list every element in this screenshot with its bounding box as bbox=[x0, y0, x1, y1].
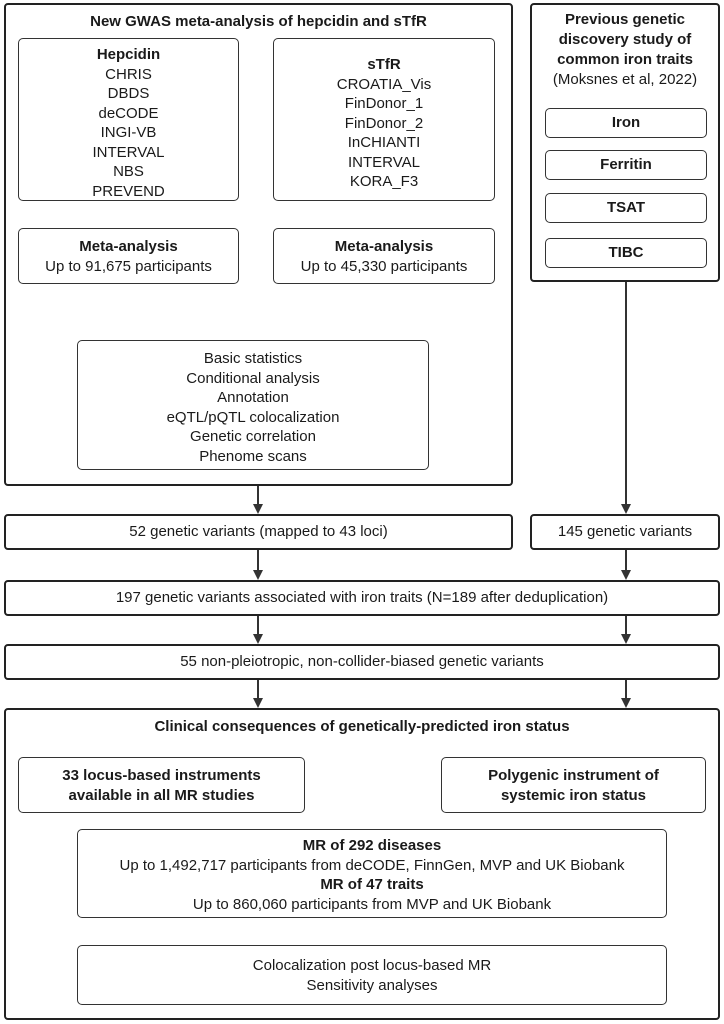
mr-box: MR of 292 diseases Up to 1,492,717 parti… bbox=[77, 829, 667, 918]
meta-hepcidin-participants: Up to 91,675 participants bbox=[45, 257, 212, 275]
polygenic-instrument-line: Polygenic instrument of bbox=[488, 767, 659, 784]
previous-title-line: Previous genetic bbox=[564, 11, 686, 28]
stfr-cohort: CROATIA_Vis bbox=[336, 75, 432, 93]
analysis-item: Genetic correlation bbox=[190, 428, 316, 445]
new-variants-box: 52 genetic variants (mapped to 43 loci) bbox=[4, 514, 513, 550]
polygenic-instrument-line: systemic iron status bbox=[500, 786, 647, 804]
stfr-cohort: FinDonor_1 bbox=[344, 95, 424, 112]
previous-title-line: discovery study of bbox=[558, 31, 692, 48]
filtered-variants-text: 55 non-pleiotropic, non-collider-biased … bbox=[180, 653, 544, 671]
hepcidin-cohort: INGI-VB bbox=[100, 124, 157, 141]
stfr-cohorts-box: sTfR CROATIA_Vis FinDonor_1 FinDonor_2 I… bbox=[273, 38, 495, 201]
total-variants-box: 197 genetic variants associated with iro… bbox=[4, 580, 720, 616]
locus-instruments-line: 33 locus-based instruments bbox=[62, 767, 261, 784]
analysis-item: Basic statistics bbox=[203, 350, 303, 367]
stfr-cohort: InCHIANTI bbox=[347, 134, 421, 151]
analysis-item: eQTL/pQTL colocalization bbox=[166, 408, 340, 426]
meta-hepcidin-title: Meta-analysis bbox=[79, 238, 178, 255]
trait-tsat: TSAT bbox=[545, 193, 707, 223]
mr-diseases-title: MR of 292 diseases bbox=[302, 837, 442, 854]
trait-ferritin: Ferritin bbox=[545, 150, 707, 180]
total-variants-text: 197 genetic variants associated with iro… bbox=[115, 589, 609, 607]
previous-study-panel: Previous genetic discovery study of comm… bbox=[530, 3, 720, 282]
hepcidin-title: Hepcidin bbox=[96, 46, 161, 63]
hepcidin-cohort: PREVEND bbox=[92, 182, 165, 200]
mr-diseases-text: Up to 1,492,717 participants from deCODE… bbox=[119, 856, 625, 874]
hepcidin-cohort: NBS bbox=[113, 163, 144, 180]
hepcidin-cohort: INTERVAL bbox=[92, 143, 165, 161]
followup-item: Sensitivity analyses bbox=[306, 976, 438, 994]
meta-stfr-title: Meta-analysis bbox=[334, 238, 434, 255]
stfr-cohort: KORA_F3 bbox=[349, 173, 419, 190]
filtered-variants-box: 55 non-pleiotropic, non-collider-biased … bbox=[4, 644, 720, 680]
analysis-item: Annotation bbox=[217, 389, 289, 406]
locus-instruments-box: 33 locus-based instruments available in … bbox=[18, 757, 305, 813]
followup-box: Colocalization post locus-based MR Sensi… bbox=[77, 945, 667, 1005]
stfr-cohort: INTERVAL bbox=[348, 153, 420, 171]
analysis-item: Conditional analysis bbox=[186, 369, 320, 387]
previous-title-line: common iron traits bbox=[557, 51, 693, 68]
trait-tibc: TIBC bbox=[545, 238, 707, 268]
meta-hepcidin-box: Meta-analysis Up to 91,675 participants bbox=[18, 228, 239, 284]
stfr-title: sTfR bbox=[367, 56, 401, 73]
meta-stfr-box: Meta-analysis Up to 45,330 participants bbox=[273, 228, 495, 284]
hepcidin-cohort: CHRIS bbox=[105, 65, 152, 83]
clinical-title: Clinical consequences of genetically-pre… bbox=[154, 718, 570, 735]
mr-traits-title: MR of 47 traits bbox=[320, 876, 424, 893]
stfr-cohort: FinDonor_2 bbox=[344, 114, 424, 132]
hepcidin-cohort: deCODE bbox=[98, 104, 159, 122]
analyses-box: Basic statistics Conditional analysis An… bbox=[77, 340, 429, 470]
gwas-title: New GWAS meta-analysis of hepcidin and s… bbox=[90, 13, 427, 30]
hepcidin-cohorts-box: Hepcidin CHRIS DBDS deCODE INGI-VB INTER… bbox=[18, 38, 239, 201]
locus-instruments-line: available in all MR studies bbox=[68, 786, 255, 804]
followup-item: Colocalization post locus-based MR bbox=[252, 957, 492, 974]
mr-traits-text: Up to 860,060 participants from MVP and … bbox=[192, 895, 552, 913]
trait-iron: Iron bbox=[545, 108, 707, 138]
analysis-item: Phenome scans bbox=[199, 447, 307, 465]
polygenic-instrument-box: Polygenic instrument of systemic iron st… bbox=[441, 757, 706, 813]
previous-citation: (Moksnes et al, 2022) bbox=[552, 71, 698, 88]
previous-variants-text: 145 genetic variants bbox=[557, 523, 693, 541]
meta-stfr-participants: Up to 45,330 participants bbox=[300, 257, 468, 275]
new-variants-text: 52 genetic variants (mapped to 43 loci) bbox=[129, 523, 388, 541]
previous-variants-box: 145 genetic variants bbox=[530, 514, 720, 550]
hepcidin-cohort: DBDS bbox=[107, 85, 150, 102]
